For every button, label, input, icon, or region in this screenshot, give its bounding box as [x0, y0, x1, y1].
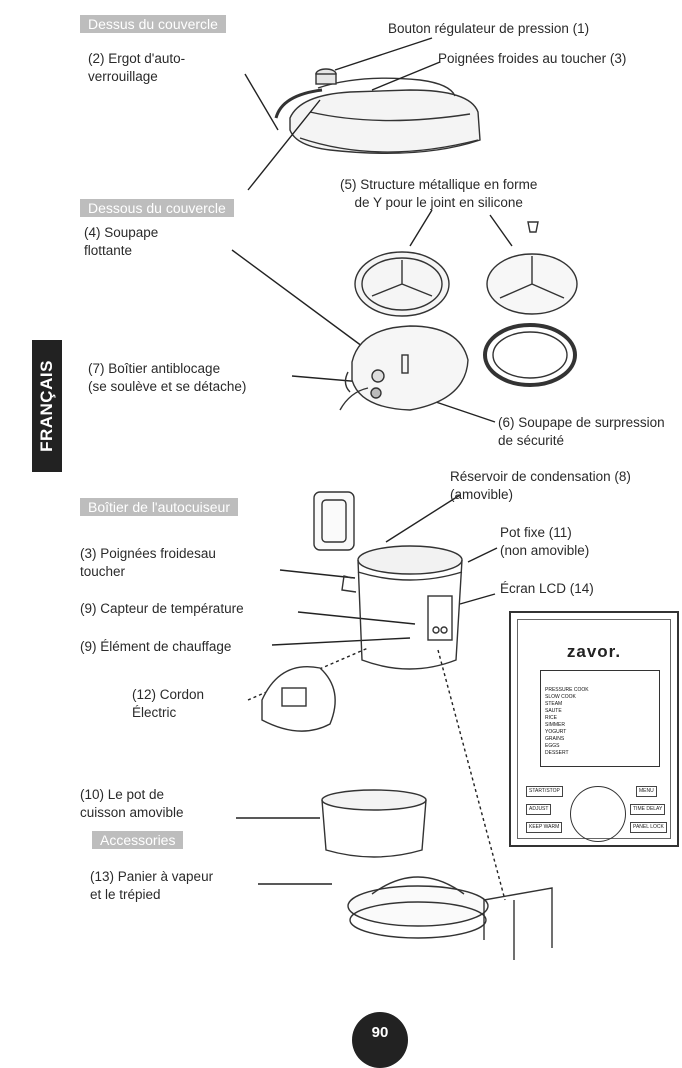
label-heating: (9) Élément de chauffage: [80, 639, 232, 654]
language-side-tab: FRANÇAIS: [32, 340, 62, 472]
menu-item: SAUTE: [545, 708, 562, 714]
label-auto-lock: (2) Ergot d'auto- verrouillage: [88, 51, 186, 84]
section-header-accessories: Accessories: [92, 831, 184, 849]
label-anti-block: (7) Boîtier antiblocage (se soulève et s…: [88, 361, 247, 394]
section-header-lid-bottom: Dessous du couvercle: [80, 199, 234, 217]
menu-item: EGGS: [545, 743, 560, 749]
leader-lines: [231, 37, 513, 901]
label-safety-valve: (6) Soupape de surpression de sécurité: [498, 415, 665, 448]
label-pressure-knob: Bouton régulateur de pression (1): [388, 21, 590, 36]
keep-warm-button: KEEP WARM: [526, 822, 563, 833]
label-y-frame: (5) Structure métallique en forme de Y p…: [340, 177, 538, 210]
menu-item: SIMMER: [545, 722, 565, 728]
language-tab-text: FRANÇAIS: [37, 360, 56, 452]
panel-lock-button: PANEL LOCK: [630, 822, 667, 833]
lid-top-drawing: [274, 68, 481, 155]
y-frame-drawings: [354, 221, 578, 387]
menu-item: DESSERT: [545, 750, 569, 756]
cooker-drawing: [261, 491, 463, 732]
lcd-screen: PRESSURE COOK SLOW COOK STEAM SAUTE RICE…: [540, 670, 660, 767]
label-temp-sensor: (9) Capteur de température: [80, 601, 244, 616]
menu-item: RICE: [545, 715, 557, 721]
label-cool-handles: Poignées froides au toucher (3): [438, 51, 627, 66]
menu-item: YOGURT: [545, 729, 567, 735]
section-header-lid-top: Dessus du couvercle: [80, 15, 226, 33]
inner-pot-drawing: [321, 789, 427, 858]
label-condensation: Réservoir de condensation (8) (amovible): [450, 469, 631, 502]
page-number-badge: 90: [352, 1012, 408, 1068]
page-number: 90: [371, 1024, 389, 1041]
steamer-drawing: [347, 876, 553, 960]
label-fixed-pot: Pot fixe (11) (non amovible): [500, 525, 590, 558]
control-panel-frame: zavor. PRESSURE COOK SLOW COOK STEAM SAU…: [517, 619, 671, 842]
control-panel-inset: zavor. PRESSURE COOK SLOW COOK STEAM SAU…: [509, 611, 679, 847]
time-delay-button: TIME DELAY: [630, 804, 666, 815]
label-housing-handles: (3) Poignées froidesau toucher: [80, 546, 216, 579]
label-inner-pot: (10) Le pot de cuisson amovible: [80, 787, 184, 820]
label-lcd: Écran LCD (14): [500, 581, 594, 596]
section-header-housing: Boîtier de l'autocuiseur: [80, 498, 238, 516]
adjust-button: ADJUST: [526, 804, 552, 815]
label-cord: (12) Cordon Électric: [132, 687, 205, 720]
menu-item: GRAINS: [545, 736, 565, 742]
label-float-valve: (4) Soupape flottante: [84, 225, 159, 258]
brand-logo: zavor.: [566, 642, 622, 661]
start-stop-button: START/STOP: [526, 786, 563, 797]
control-dial: [570, 786, 626, 842]
lcd-menu-list: PRESSURE COOK SLOW COOK STEAM SAUTE RICE…: [545, 687, 589, 757]
label-steamer: (13) Panier à vapeur et le trépied: [90, 869, 214, 902]
menu-item: STEAM: [545, 701, 563, 707]
menu-item: PRESSURE COOK: [545, 687, 589, 693]
menu-button: MENU: [636, 786, 657, 797]
lid-underside-drawing: [339, 325, 469, 411]
menu-item: SLOW COOK: [545, 694, 576, 700]
